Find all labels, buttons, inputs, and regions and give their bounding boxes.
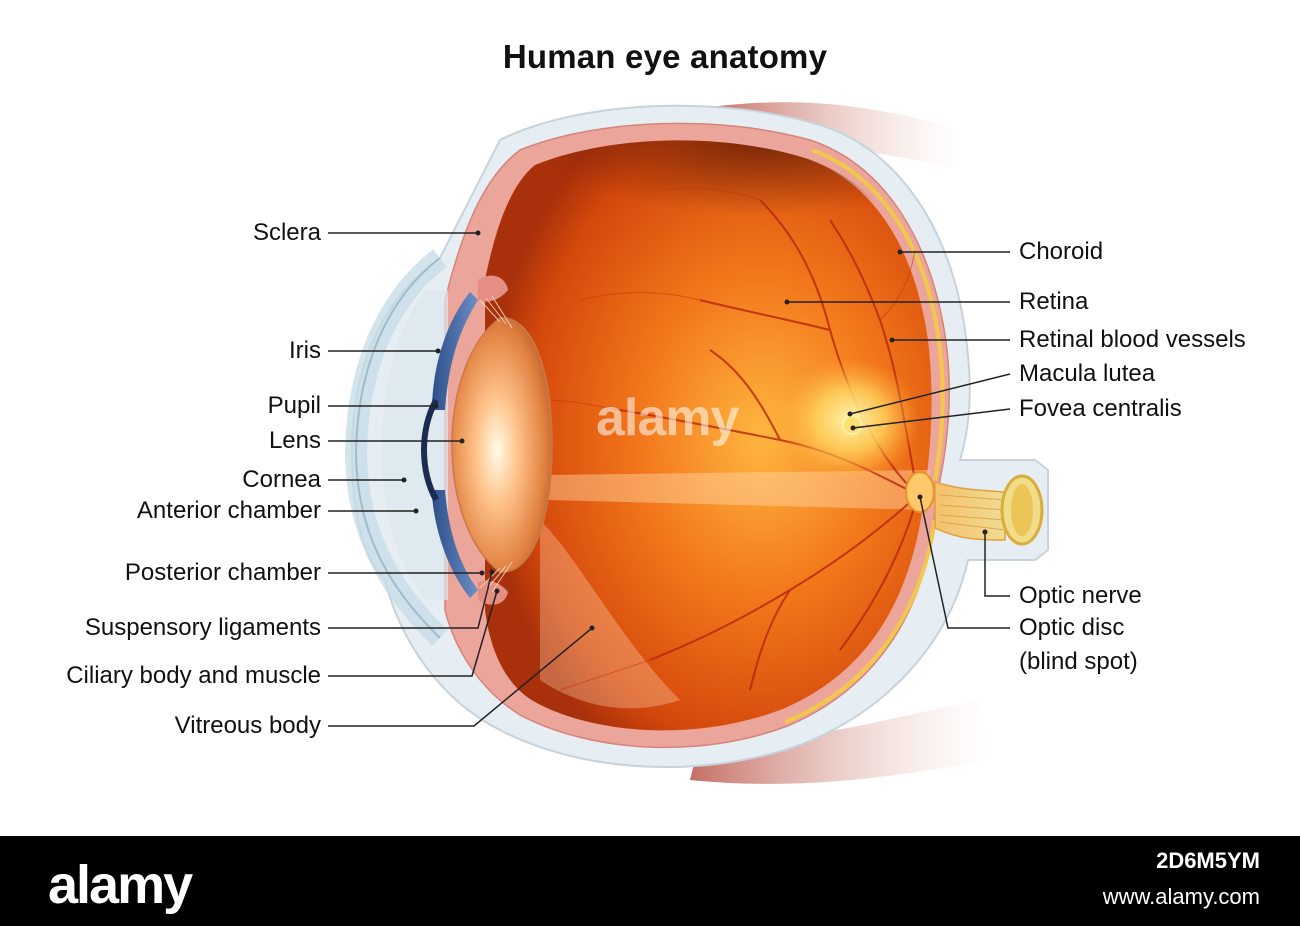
label-suspensory-ligaments: Suspensory ligaments <box>84 614 321 641</box>
footer-brand-logo[interactable]: alamy <box>48 855 193 915</box>
label-retina: Retina <box>1019 288 1089 315</box>
label-optic-nerve: Optic nerve <box>1019 582 1142 609</box>
label-iris: Iris <box>289 337 321 364</box>
label-cornea: Cornea <box>242 466 321 493</box>
label-pupil: Pupil <box>267 392 321 419</box>
label-anterior-chamber: Anterior chamber <box>136 497 321 524</box>
label-blind-spot: (blind spot) <box>1019 648 1138 675</box>
label-vitreous-body: Vitreous body <box>174 712 321 739</box>
label-ciliary-body: Ciliary body and muscle <box>66 662 321 689</box>
label-fovea-centralis: Fovea centralis <box>1019 395 1182 422</box>
label-lens: Lens <box>268 427 321 454</box>
label-retinal-blood-vessels: Retinal blood vessels <box>1019 326 1246 353</box>
stock-footer-bar: alamy 2D6M5YM www.alamy.com <box>0 836 1300 926</box>
label-sclera: Sclera <box>252 219 321 246</box>
footer-url-link[interactable]: www.alamy.com <box>1102 884 1260 909</box>
diagram-title: Human eye anatomy <box>502 38 828 75</box>
footer-image-id: 2D6M5YM <box>1156 848 1260 873</box>
watermark-logo: alamy <box>596 389 739 447</box>
eye-illustration <box>328 102 1049 784</box>
label-optic-disc: Optic disc <box>1019 614 1125 641</box>
label-macula-lutea: Macula lutea <box>1019 360 1156 387</box>
label-posterior-chamber: Posterior chamber <box>124 559 321 586</box>
label-choroid: Choroid <box>1019 238 1104 265</box>
